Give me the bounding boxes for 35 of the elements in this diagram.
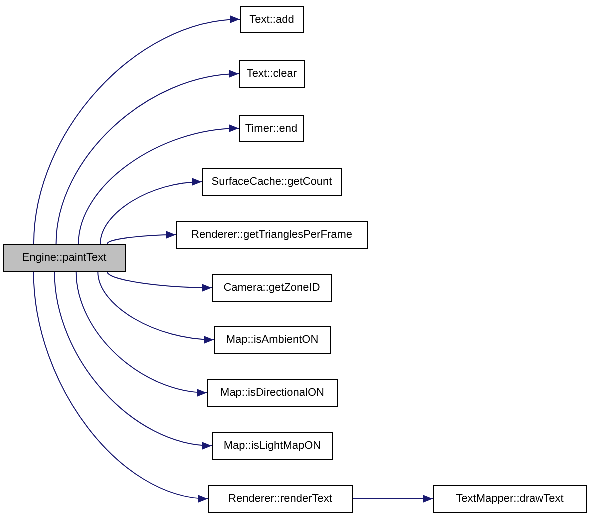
call-arrow (107, 231, 176, 244)
function-box (208, 485, 353, 513)
function-name: TextMapper::drawText (456, 493, 564, 505)
function-box (239, 60, 305, 88)
function-box (214, 326, 331, 354)
function-box (240, 6, 304, 33)
call-arrow (352, 495, 434, 503)
function-name: Renderer::getTrianglesPerFrame (192, 229, 352, 241)
call-arrow (100, 178, 202, 244)
function-name: Text::clear (246, 68, 298, 80)
call-arrow (33, 272, 208, 502)
function-box (212, 432, 333, 460)
function-name: Map::isDirectionalON (220, 387, 324, 399)
function-name: Engine::paintText (22, 252, 107, 264)
function-box (207, 379, 338, 407)
call-arrow (54, 272, 212, 450)
function-name: Map::isLightMapON (224, 440, 322, 452)
function-name: Map::isAmbientON (226, 334, 319, 346)
function-box (176, 221, 368, 249)
call-arrow (78, 125, 240, 244)
function-box (202, 168, 342, 196)
function-name: SurfaceCache::getCount (212, 176, 332, 188)
call-arrow (76, 272, 208, 396)
call-arrow (107, 272, 212, 292)
function-box (212, 274, 332, 302)
function-name: Timer::end (245, 122, 298, 134)
function-name: Camera::getZoneID (224, 282, 320, 294)
function-name: Text::add (250, 14, 294, 26)
function-box (239, 115, 304, 142)
function-box (3, 244, 126, 272)
call-arrow (33, 16, 240, 244)
call-arrow (98, 272, 214, 344)
call-arrow (56, 70, 240, 244)
function-box (433, 485, 587, 513)
function-name: Renderer::renderText (228, 493, 332, 505)
